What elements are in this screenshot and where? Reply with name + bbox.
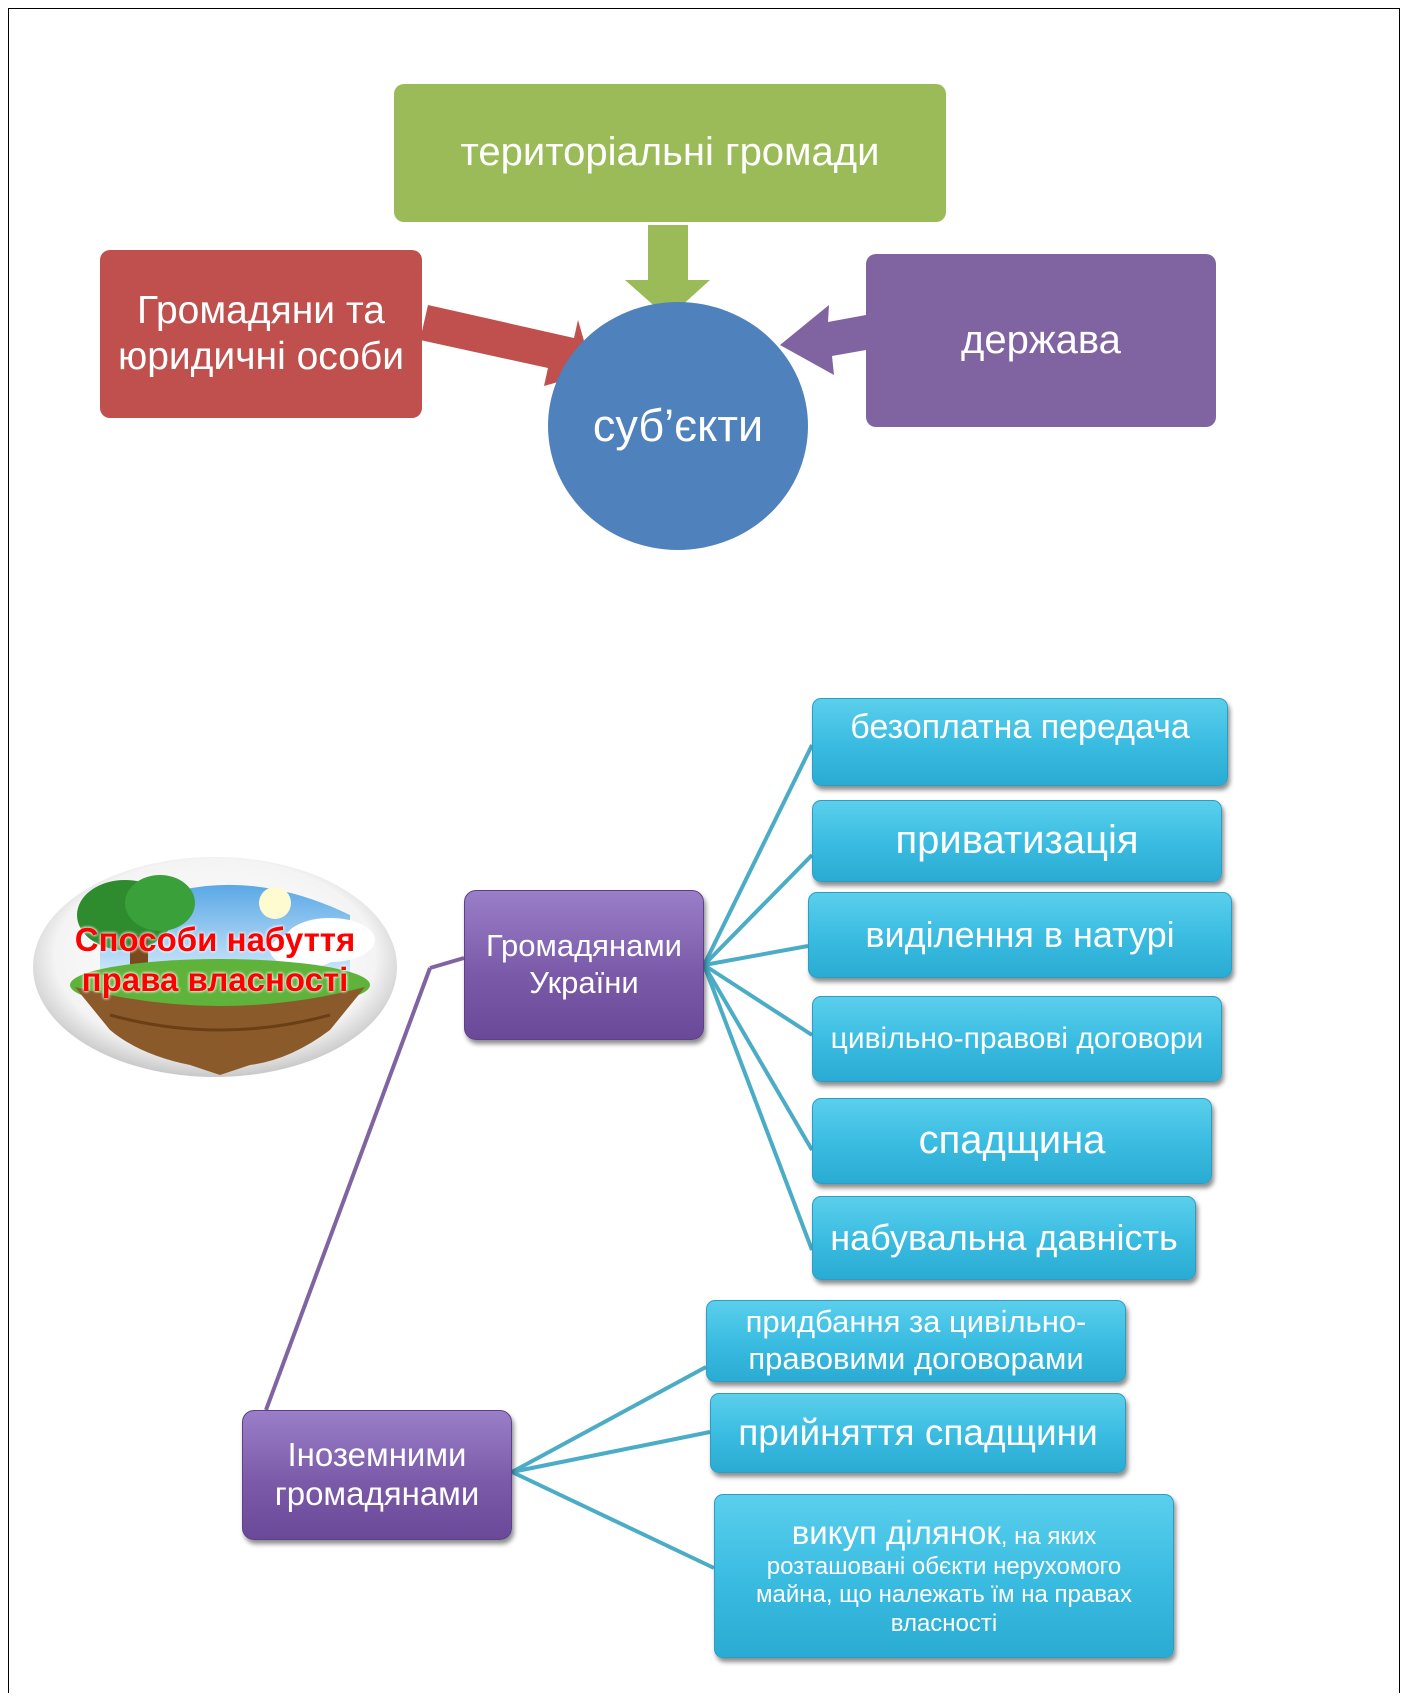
arrow-top: [625, 225, 710, 318]
node-foreign-citizens-label: Іноземними громадянами: [274, 1436, 480, 1512]
node-foreign-citizens: Іноземними громадянами: [242, 1410, 512, 1540]
method-plot-buyout-detail: , на яких розташовані обєкти нерухомого …: [755, 1523, 1133, 1637]
method-allocation-in-kind: виділення в натурі: [808, 892, 1232, 978]
method-acquisitive-prescription: набувальна давність: [812, 1196, 1196, 1280]
method-plot-buyout-text: викуп ділянок, на яких розташовані обєкт…: [729, 1514, 1159, 1638]
acquisition-title-text: Способи набуття права власності: [74, 921, 356, 998]
method-plot-buyout: викуп ділянок, на яких розташовані обєкт…: [714, 1494, 1174, 1658]
method-inheritance-label: спадщина: [918, 1118, 1106, 1163]
node-territorial-communities-label: територіальні громади: [460, 130, 880, 175]
arrow-left: [420, 305, 593, 386]
method-civil-contracts: цивільно-правові договори: [812, 996, 1222, 1082]
method-foreign-civil-contracts: придбання за цивільно-правовими договора…: [706, 1300, 1126, 1382]
method-privatization-label: приватизація: [895, 818, 1139, 863]
method-accepting-inheritance: прийняття спадщини: [710, 1393, 1126, 1473]
floating-island-image: [33, 857, 397, 1077]
page-frame: [8, 8, 1400, 1693]
method-free-transfer: безоплатна передача: [812, 698, 1228, 786]
method-acquisitive-prescription-label: набувальна давність: [830, 1216, 1178, 1258]
node-subjects-center-label: суб’єкти: [592, 400, 764, 452]
node-citizens-legal-entities: Громадяни та юридичні особи: [100, 250, 422, 418]
method-inheritance: спадщина: [812, 1098, 1212, 1184]
node-state: держава: [866, 254, 1216, 427]
method-free-transfer-label: безоплатна передача: [850, 708, 1190, 746]
tree-lines-purple: [264, 956, 465, 1411]
node-ukraine-citizens: Громадянами України: [464, 890, 704, 1040]
acquisition-title: Способи набуття права власності: [30, 920, 400, 999]
tree-lines-foreigners: [511, 1365, 715, 1570]
method-plot-buyout-main: викуп ділянок: [791, 1514, 1001, 1552]
node-territorial-communities: територіальні громади: [394, 84, 946, 222]
tree-lines-citizens: [702, 744, 814, 1251]
node-state-label: держава: [961, 317, 1121, 362]
node-citizens-legal-entities-label: Громадяни та юридичні особи: [117, 288, 405, 378]
method-privatization: приватизація: [812, 800, 1222, 882]
method-allocation-in-kind-label: виділення в натурі: [865, 913, 1175, 955]
method-civil-contracts-label: цивільно-правові договори: [830, 1022, 1204, 1056]
node-subjects-center: суб’єкти: [548, 302, 808, 550]
method-accepting-inheritance-label: прийняття спадщини: [738, 1412, 1098, 1454]
arrow-right: [780, 305, 866, 375]
node-ukraine-citizens-label: Громадянами України: [486, 928, 682, 1000]
method-foreign-civil-contracts-label: придбання за цивільно-правовими договора…: [745, 1304, 1087, 1376]
